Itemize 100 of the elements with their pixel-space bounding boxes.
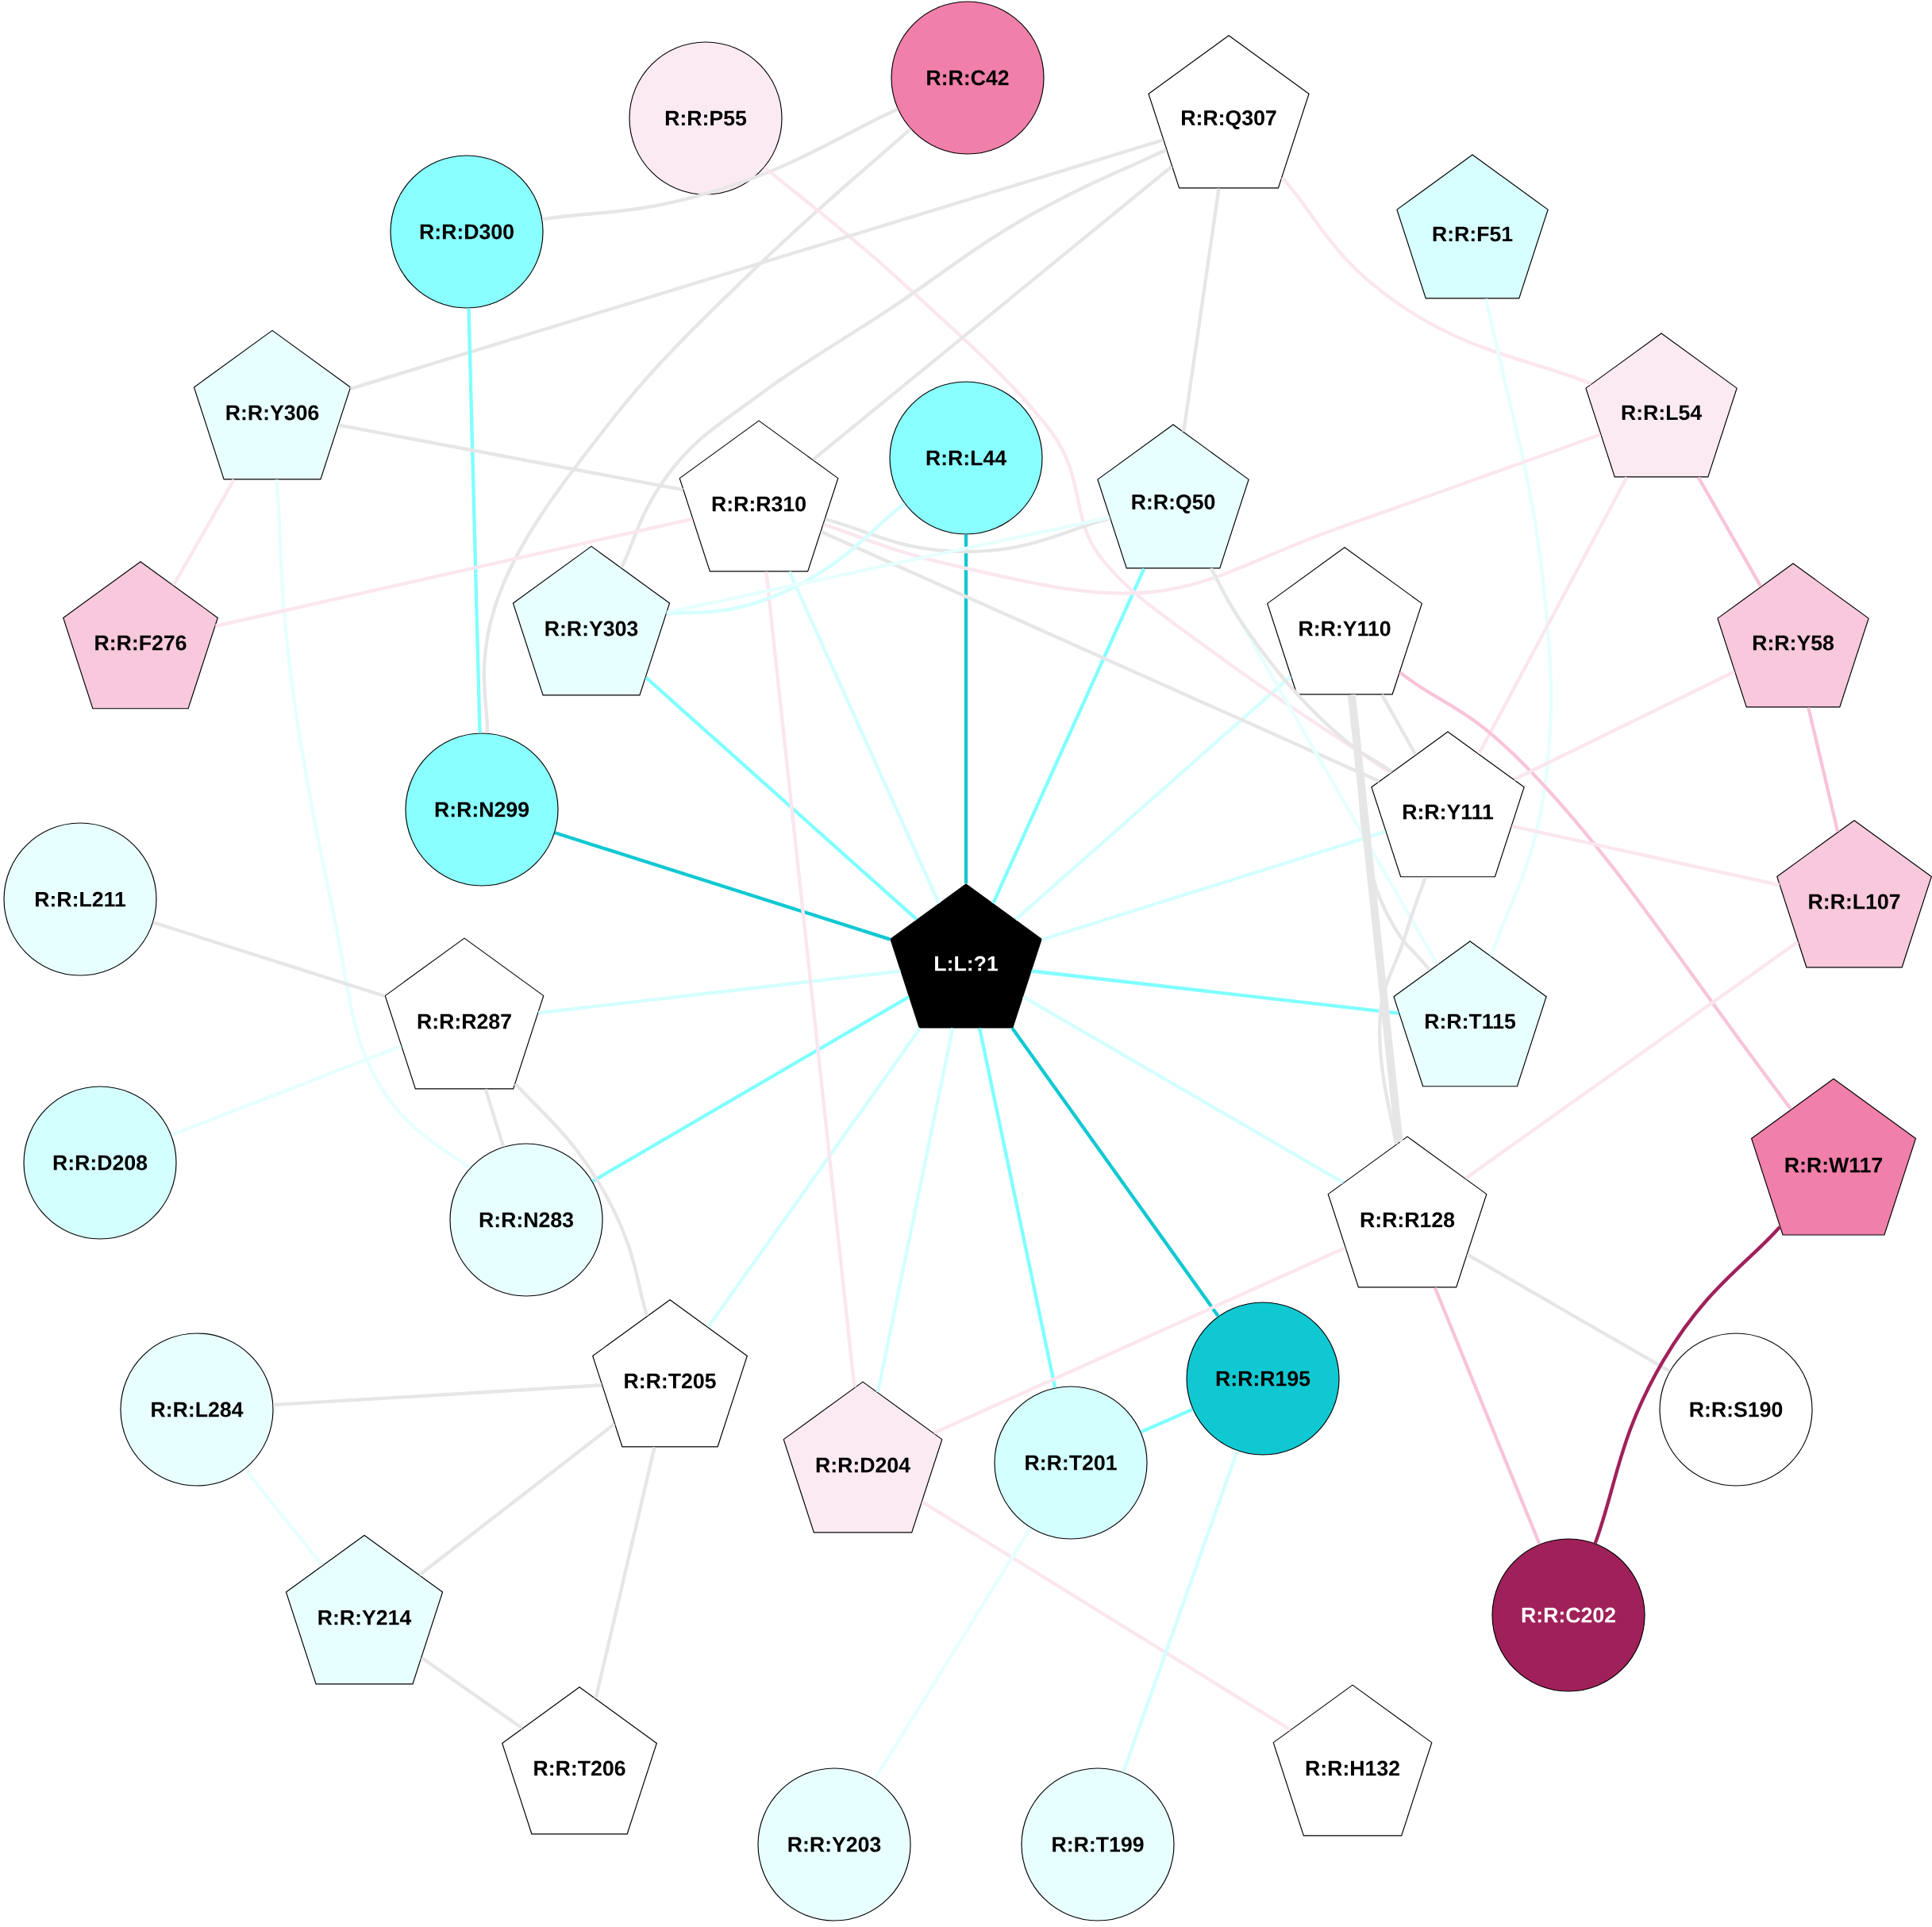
connector-line xyxy=(822,433,1601,595)
connector-line xyxy=(1022,995,1345,1184)
connector-line xyxy=(876,1028,955,1393)
circle-node: R:R:S190 xyxy=(1659,1333,1813,1487)
connector-line xyxy=(1484,298,1553,957)
connector-line xyxy=(764,571,856,1388)
connector-line xyxy=(1466,1252,1671,1373)
connector-line xyxy=(538,969,901,1015)
pentagon-node: R:R:L107 xyxy=(1776,820,1932,968)
pentagon-node: R:R:R128 xyxy=(1327,1136,1487,1288)
pentagon-node: R:R:Y58 xyxy=(1717,563,1869,708)
connector-line xyxy=(1433,1287,1541,1545)
connector-line xyxy=(1122,1450,1239,1773)
connector-line xyxy=(1208,567,1439,966)
connector-line xyxy=(273,1383,602,1407)
connector-line xyxy=(825,517,1110,554)
pentagon-node: R:R:W117 xyxy=(1750,1078,1917,1236)
connector-line xyxy=(275,479,471,1170)
connector-line xyxy=(666,516,1110,614)
circle-node: R:R:D208 xyxy=(23,1086,177,1240)
pentagon-node: R:R:Y303 xyxy=(512,545,671,696)
connector-line xyxy=(1347,694,1403,1143)
pentagon-node: R:R:R310 xyxy=(679,420,839,572)
pentagon-node: R:R:Y111 xyxy=(1371,731,1525,878)
pentagon-node: R:R:T206 xyxy=(502,1687,657,1835)
connector-line xyxy=(418,1422,616,1576)
connector-line xyxy=(1351,694,1431,971)
connector-line xyxy=(873,1527,1032,1781)
connector-line xyxy=(1511,824,1780,887)
connector-line xyxy=(554,831,891,941)
connector-line xyxy=(1477,476,1629,755)
connector-line xyxy=(706,1027,922,1329)
connector-line xyxy=(933,1246,1346,1435)
circle-node: R:R:L211 xyxy=(3,822,157,976)
circle-node: R:R:D300 xyxy=(390,155,544,309)
connector-line xyxy=(349,138,1164,390)
pentagon-node: R:R:F276 xyxy=(63,561,218,710)
connector-line xyxy=(1031,969,1399,1015)
connector-line xyxy=(338,423,683,492)
circle-node: R:R:L284 xyxy=(120,1333,274,1487)
connector-line xyxy=(1010,1027,1220,1317)
connector-line xyxy=(1696,476,1763,587)
connector-line xyxy=(991,567,1146,905)
pentagon-node: R:R:D204 xyxy=(783,1381,943,1533)
connector-line xyxy=(1280,176,1592,386)
connector-line xyxy=(215,517,693,628)
connector-line xyxy=(1182,188,1221,433)
connector-line xyxy=(763,166,1391,775)
connector-line xyxy=(594,1446,656,1699)
connector-line xyxy=(467,308,482,733)
connector-line xyxy=(1464,940,1799,1180)
connector-line xyxy=(514,1082,649,1317)
connector-line xyxy=(421,1656,524,1730)
connector-line xyxy=(964,534,968,884)
connector-line xyxy=(152,921,386,998)
connector-line xyxy=(1807,707,1840,833)
connector-line xyxy=(1593,1225,1781,1544)
connector-line xyxy=(1041,829,1387,942)
circle-node: R:R:C42 xyxy=(891,1,1045,155)
connector-line xyxy=(171,1044,402,1137)
connector-line xyxy=(542,107,899,221)
pentagon-node: R:R:H132 xyxy=(1272,1684,1433,1837)
connector-line xyxy=(171,479,236,587)
connector-line xyxy=(820,530,1380,783)
connector-line xyxy=(483,1088,506,1148)
connector-line xyxy=(243,1467,324,1567)
connector-line xyxy=(921,1500,1291,1732)
connector-line xyxy=(620,148,1168,569)
pentagon-node: R:R:T205 xyxy=(592,1299,748,1448)
connector-line xyxy=(666,502,906,616)
connector-line xyxy=(812,165,1173,461)
circle-node: R:R:N283 xyxy=(449,1143,603,1297)
connector-line xyxy=(978,1028,1057,1388)
connector-line xyxy=(645,675,918,921)
pentagon-node: L:L:?1 xyxy=(890,883,1042,1029)
pentagon-node: R:R:Y214 xyxy=(285,1534,444,1685)
connector-line xyxy=(1140,1407,1194,1434)
connector-line xyxy=(1377,876,1427,1144)
connector-line xyxy=(1399,671,1793,1110)
circle-node: R:R:N299 xyxy=(405,733,559,887)
connector-line xyxy=(1513,670,1736,781)
pentagon-node: R:R:F51 xyxy=(1396,154,1549,299)
pentagon-node: R:R:L54 xyxy=(1585,333,1738,478)
circle-node: R:R:L44 xyxy=(889,381,1043,535)
connector-line xyxy=(1380,694,1418,756)
pentagon-node: R:R:Y306 xyxy=(193,329,352,480)
connector-line xyxy=(787,571,941,905)
pentagon-node: R:R:Q307 xyxy=(1148,35,1310,189)
connector-line xyxy=(1014,675,1292,921)
circle-node: R:R:P55 xyxy=(629,41,783,195)
circle-node: R:R:C202 xyxy=(1491,1538,1645,1692)
circle-node: R:R:T199 xyxy=(1021,1767,1175,1921)
circle-node: R:R:T201 xyxy=(994,1386,1148,1540)
circle-node: R:R:Y203 xyxy=(757,1767,911,1921)
connector-line xyxy=(1210,567,1393,774)
circle-node: R:R:R195 xyxy=(1186,1302,1340,1456)
connector-line xyxy=(591,995,910,1183)
connector-line xyxy=(482,127,912,733)
pentagon-node: R:R:R287 xyxy=(384,937,545,1090)
pentagon-node: R:R:Q50 xyxy=(1097,424,1249,569)
